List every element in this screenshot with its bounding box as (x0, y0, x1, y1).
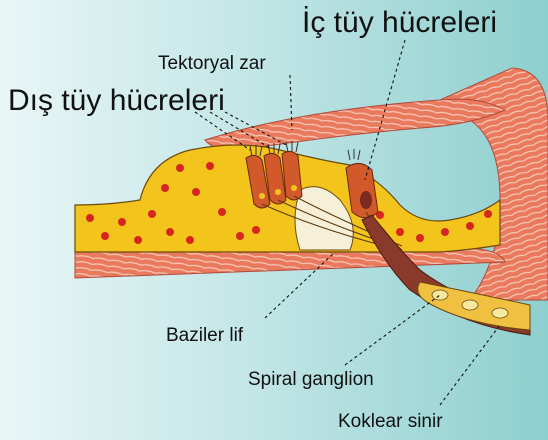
leader-cochlear-nerve (440, 325, 500, 405)
label-spiral-ganglion: Spiral ganglion (248, 370, 374, 389)
label-tectorial-membrane: Tektoryal zar (158, 54, 266, 73)
label-inner-hair-cells: İç tüy hücreleri (302, 8, 497, 38)
leader-spiral-ganglion (345, 295, 440, 365)
tectorial-membrane (205, 99, 505, 150)
label-basilar-fiber: Baziler lif (166, 326, 243, 345)
label-outer-hair-cells: Dış tüy hücreleri (8, 86, 225, 116)
outer-hair-cells (246, 151, 302, 208)
label-cochlear-nerve: Koklear sinir (338, 412, 443, 431)
